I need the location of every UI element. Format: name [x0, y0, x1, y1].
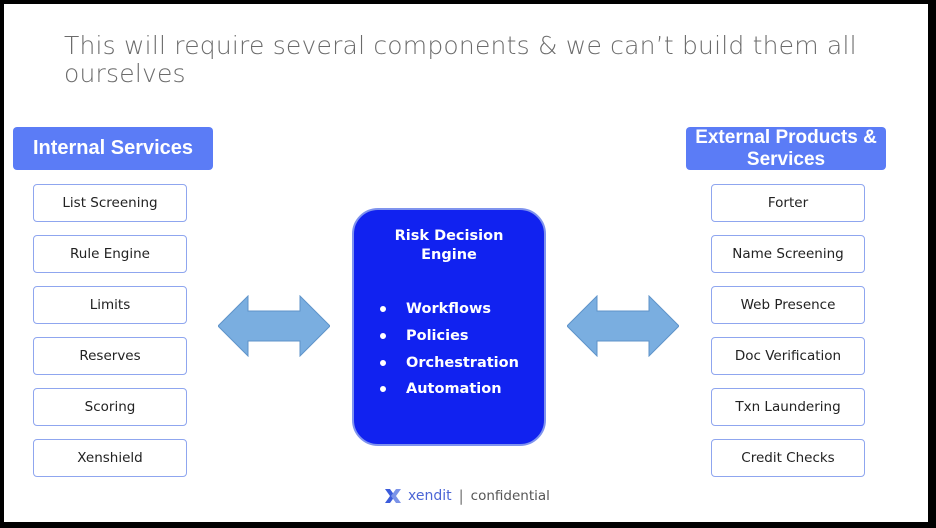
engine-feature-item: Orchestration: [380, 349, 519, 376]
double-arrow-left-icon: [218, 295, 330, 357]
bullet-icon: [380, 333, 386, 340]
risk-decision-engine: Risk Decision Engine Workflows Policies …: [352, 208, 546, 446]
engine-feature-item: Policies: [380, 323, 519, 350]
internal-service-limits: Limits: [33, 286, 187, 324]
engine-feature-item: Automation: [380, 376, 519, 403]
engine-feature-label: Orchestration: [406, 354, 519, 371]
external-service-credit-checks: Credit Checks: [711, 439, 865, 477]
external-service-txn-laundering: Txn Laundering: [711, 388, 865, 426]
xendit-logo-icon: [385, 489, 401, 503]
confidential-label: confidential: [470, 488, 550, 504]
internal-service-list-screening: List Screening: [33, 184, 187, 222]
footer-separator: |: [458, 487, 464, 505]
brand-name: xendit: [408, 488, 452, 504]
engine-feature-label: Automation: [406, 381, 502, 398]
internal-services-heading: Internal Services: [13, 127, 213, 170]
bullet-icon: [380, 386, 386, 393]
external-services-list: Forter Name Screening Web Presence Doc V…: [711, 184, 865, 477]
engine-feature-list: Workflows Policies Orchestration Automat…: [380, 296, 519, 403]
internal-services-list: List Screening Rule Engine Limits Reserv…: [33, 184, 187, 477]
external-services-heading: External Products & Services: [686, 127, 886, 170]
slide-title: This will require several components & w…: [64, 31, 857, 88]
external-service-forter: Forter: [711, 184, 865, 222]
engine-feature-label: Policies: [406, 328, 469, 345]
engine-feature-label: Workflows: [406, 301, 491, 318]
bullet-icon: [380, 359, 386, 366]
external-service-name-screening: Name Screening: [711, 235, 865, 273]
footer: xendit | confidential: [384, 487, 550, 505]
external-service-doc-verification: Doc Verification: [711, 337, 865, 375]
internal-service-xenshield: Xenshield: [33, 439, 187, 477]
external-service-web-presence: Web Presence: [711, 286, 865, 324]
engine-feature-item: Workflows: [380, 296, 519, 323]
bullet-icon: [380, 306, 386, 313]
double-arrow-right-icon: [567, 295, 679, 357]
engine-title: Risk Decision Engine: [394, 228, 504, 263]
internal-service-reserves: Reserves: [33, 337, 187, 375]
internal-service-scoring: Scoring: [33, 388, 187, 426]
internal-service-rule-engine: Rule Engine: [33, 235, 187, 273]
slide: This will require several components & w…: [4, 4, 928, 522]
